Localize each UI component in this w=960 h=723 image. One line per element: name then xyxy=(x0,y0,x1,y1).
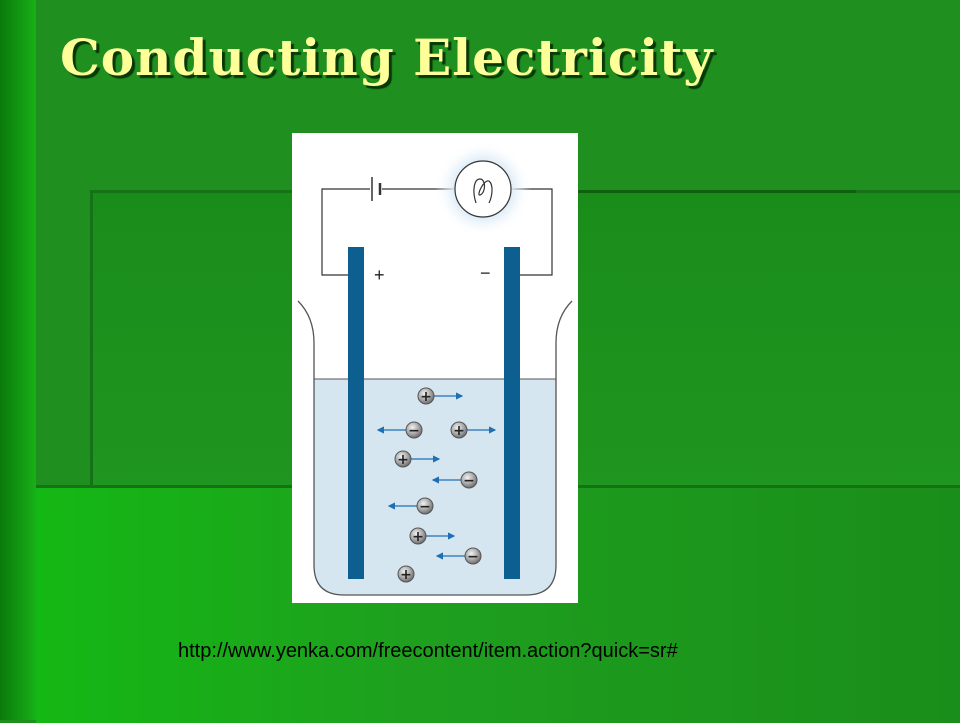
background-strip xyxy=(0,0,36,720)
ions: + + + + + xyxy=(376,387,497,583)
electrolysis-diagram-svg: + − + + + xyxy=(297,141,573,596)
anion: − xyxy=(376,421,423,439)
cathode-label: − xyxy=(480,263,491,283)
electrolysis-diagram: + − + + + xyxy=(292,133,578,603)
cation: + xyxy=(397,565,415,583)
anion-sign: − xyxy=(467,549,479,565)
cathode-electrode xyxy=(504,247,520,579)
cation-sign: + xyxy=(400,567,412,583)
cation-sign: + xyxy=(412,529,424,545)
source-link[interactable]: http://www.yenka.com/freecontent/item.ac… xyxy=(178,640,678,662)
cation-sign: + xyxy=(420,389,432,405)
anion: − xyxy=(435,547,482,565)
anion-sign: − xyxy=(463,473,475,489)
cation-sign: + xyxy=(397,452,409,468)
anode-label: + xyxy=(374,265,385,285)
cation: + xyxy=(394,450,441,468)
anode-electrode xyxy=(348,247,364,579)
slide-title: Conducting Electricity xyxy=(60,28,714,87)
anion-sign: − xyxy=(408,423,420,439)
anion: − xyxy=(387,497,434,515)
cation: + xyxy=(417,387,464,405)
cation-sign: + xyxy=(453,423,465,439)
light-bulb-icon xyxy=(435,141,531,237)
cation: + xyxy=(409,527,456,545)
beaker xyxy=(297,300,573,596)
background-divider xyxy=(578,190,856,193)
anion: − xyxy=(431,471,478,489)
battery-icon xyxy=(371,177,382,201)
cation: + xyxy=(450,421,497,439)
anion-sign: − xyxy=(419,499,431,515)
